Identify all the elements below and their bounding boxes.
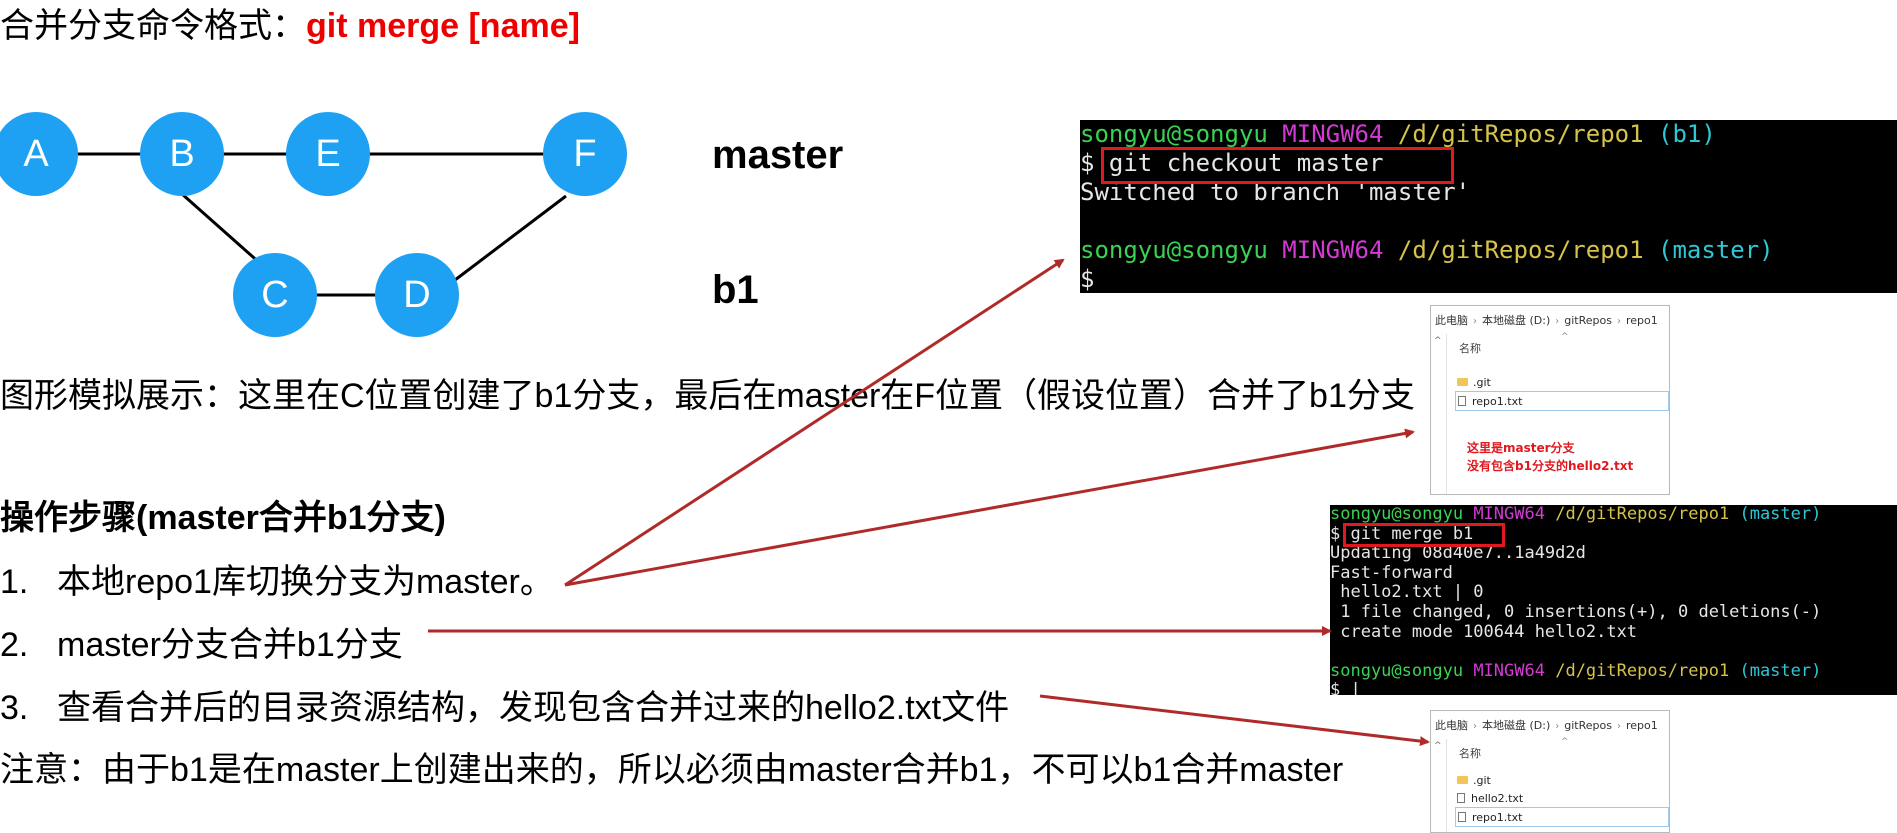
- branch-label-master: master: [712, 133, 844, 177]
- terminal-checkout-prompt-1: songyu@songyu MINGW64 /d/gitRepos/repo1 …: [1080, 120, 1716, 148]
- explorer2-column-name[interactable]: 名称: [1459, 747, 1481, 760]
- step-2: 2. master分支合并b1分支: [0, 617, 403, 666]
- edge-b-c: [181, 192, 263, 267]
- step-2-number: 2.: [0, 626, 29, 664]
- step-1-number: 1.: [0, 563, 29, 601]
- title-prefix: 合并分支命令格式：: [0, 7, 306, 45]
- text-file-icon: [1457, 793, 1465, 803]
- step-3: 3. 查看合并后的目录资源结构，发现包含合并过来的hello2.txt文件: [0, 680, 1009, 729]
- explorer-before-merge: 此电脑›本地磁盘 (D:)›gitRepos›repo1 ^ ^ 名称 .git…: [1430, 305, 1670, 495]
- explorer2-file-repo1[interactable]: repo1.txt: [1455, 807, 1669, 827]
- step-3-text: 查看合并后的目录资源结构，发现包含合并过来的hello2.txt文件: [57, 689, 1010, 727]
- commit-node-f: F: [543, 112, 627, 196]
- terminal-merge-prompt-1: songyu@songyu MINGW64 /d/gitRepos/repo1 …: [1330, 505, 1822, 524]
- merge-command-highlight: [1343, 523, 1505, 547]
- page-title: 合并分支命令格式：git merge [name]: [0, 0, 580, 47]
- terminal-merge: songyu@songyu MINGW64 /d/gitRepos/repo1 …: [1330, 505, 1897, 695]
- scroll-up-icon[interactable]: ^: [1434, 741, 1442, 751]
- terminal-merge-output-4: 1 file changed, 0 insertions(+), 0 delet…: [1330, 601, 1822, 622]
- steps-heading: 操作步骤(master合并b1分支): [0, 499, 446, 537]
- step-3-number: 3.: [0, 689, 29, 727]
- text-file-icon: [1458, 396, 1466, 406]
- checkout-command-highlight: [1101, 147, 1454, 184]
- terminal-merge-output-2: Fast-forward: [1330, 562, 1453, 583]
- step-1: 1. 本地repo1库切换分支为master。: [0, 554, 554, 603]
- title-command: git merge [name]: [306, 7, 580, 45]
- graph-caption: 图形模拟展示：这里在C位置创建了b1分支，最后在master在F位置（假设位置）…: [0, 377, 1415, 415]
- explorer1-file-git[interactable]: .git: [1457, 373, 1491, 391]
- terminal-merge-prompt-2: songyu@songyu MINGW64 /d/gitRepos/repo1 …: [1330, 660, 1822, 681]
- branch-label-b1: b1: [712, 268, 759, 312]
- edge-d-f: [454, 194, 567, 282]
- steps-note: 注意：由于b1是在master上创建出来的，所以必须由master合并b1，不可…: [0, 751, 1344, 789]
- explorer2-breadcrumb: 此电脑›本地磁盘 (D:)›gitRepos›repo1: [1435, 719, 1658, 732]
- explorer1-column-name[interactable]: 名称: [1459, 342, 1481, 355]
- folder-icon: [1457, 378, 1468, 386]
- terminal-merge-output-1: Updating 08d40e7..1a49d2d: [1330, 543, 1586, 564]
- terminal-checkout-cursor: $: [1080, 265, 1095, 293]
- explorer2-file-hello2[interactable]: hello2.txt: [1457, 789, 1523, 807]
- terminal-checkout: songyu@songyu MINGW64 /d/gitRepos/repo1 …: [1080, 120, 1897, 293]
- terminal-merge-output-3: hello2.txt | 0: [1330, 582, 1484, 603]
- commit-node-b: B: [140, 112, 224, 196]
- commit-node-d: D: [375, 253, 459, 337]
- arrow-step1-to-terminal: [564, 258, 1065, 587]
- explorer1-annotation: 这里是master分支 没有包含b1分支的hello2.txt: [1467, 441, 1634, 473]
- step-1-text: 本地repo1库切换分支为master。: [57, 563, 554, 601]
- arrow-step3-to-explorer: [1039, 694, 1430, 747]
- explorer1-file-repo1[interactable]: repo1.txt: [1455, 391, 1669, 411]
- arrow-step1-to-explorer: [564, 428, 1415, 587]
- sort-indicator-icon: ^: [1561, 332, 1569, 342]
- sort-indicator-icon: ^: [1561, 737, 1569, 747]
- commit-node-c: C: [233, 253, 317, 337]
- scroll-up-icon[interactable]: ^: [1434, 336, 1442, 346]
- terminal-checkout-command: $ git checkout master: [1080, 149, 1384, 177]
- explorer-after-merge: 此电脑›本地磁盘 (D:)›gitRepos›repo1 ^ ^ 名称 .git…: [1430, 710, 1670, 833]
- terminal-merge-output-5: create mode 100644 hello2.txt: [1330, 621, 1638, 642]
- terminal-merge-cursor: $ |: [1330, 680, 1361, 695]
- commit-node-a: A: [0, 112, 78, 196]
- terminal-merge-command: $ git merge b1: [1330, 523, 1474, 544]
- step-2-text: master分支合并b1分支: [57, 626, 403, 664]
- explorer2-scrollbar[interactable]: ^: [1431, 739, 1447, 832]
- terminal-checkout-prompt-2: songyu@songyu MINGW64 /d/gitRepos/repo1 …: [1080, 236, 1774, 264]
- explorer1-scrollbar[interactable]: ^: [1431, 334, 1447, 494]
- explorer1-breadcrumb: 此电脑›本地磁盘 (D:)›gitRepos›repo1: [1435, 314, 1658, 327]
- folder-icon: [1457, 776, 1468, 784]
- text-file-icon: [1458, 812, 1466, 822]
- commit-node-e: E: [286, 112, 370, 196]
- explorer2-file-git[interactable]: .git: [1457, 771, 1491, 789]
